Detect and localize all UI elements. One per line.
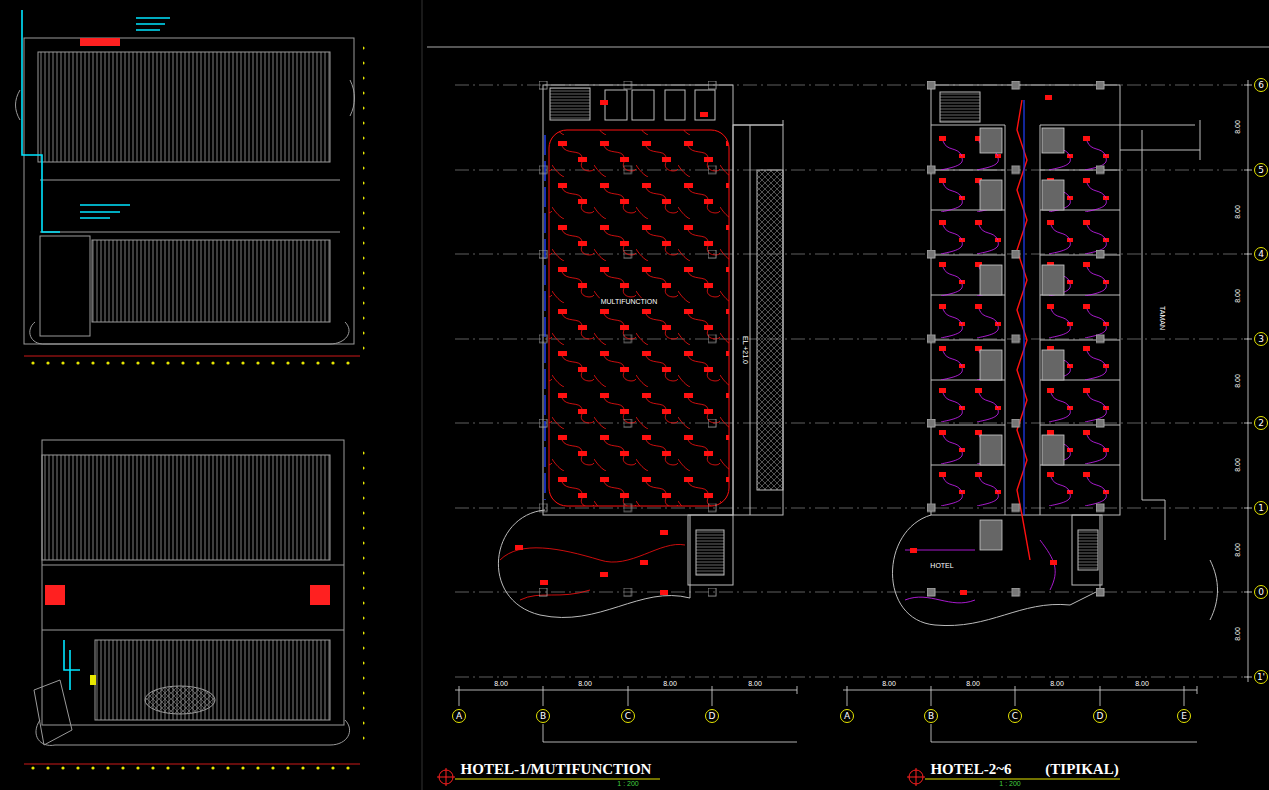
grid-bubble: 5 [1254,163,1268,177]
grid-label: 0 [1258,588,1264,597]
grid-label: 1 [1258,504,1264,513]
grid-bubble: A [452,709,466,723]
dimension: 8.00 [1234,626,1242,642]
plan-title: HOTEL-1/MUTIFUNCTION [460,761,653,778]
grid-bubble: B [924,709,938,723]
grid-bubble: B [536,709,550,723]
dimension: 8.00 [1049,680,1065,688]
dimension: 8.00 [1234,204,1242,220]
grid-label: A [844,712,850,721]
plan-title: HOTEL-2~6 [929,761,1012,778]
grid-bubble: 1' [1254,670,1268,684]
grid-label: 6 [1258,81,1264,90]
grid-label: D [1097,712,1104,721]
dimension: 8.00 [965,680,981,688]
grid-label: 4 [1258,250,1264,259]
level-note: EL +21.0 [741,335,749,365]
grid-bubble: D [1093,709,1107,723]
dimension: 8.00 [662,680,678,688]
grid-label: B [540,712,546,721]
grid-label: 5 [1258,166,1264,175]
grid-bubble: 4 [1254,247,1268,261]
grid-bubble: 2 [1254,416,1268,430]
grid-label: D [709,712,716,721]
grid-bubble: 3 [1254,332,1268,346]
grid-label: B [928,712,934,721]
grid-label: 2 [1258,419,1264,428]
grid-bubble: 6 [1254,78,1268,92]
dimension: 8.00 [1234,542,1242,558]
grid-bubble: C [621,709,635,723]
dimension: 8.00 [881,680,897,688]
dimension: 8.00 [1234,457,1242,473]
scale-note: 1 : 200 [998,780,1021,788]
grid-label: E [1181,712,1187,721]
grid-bubble: 1 [1254,501,1268,515]
dimension: 8.00 [577,680,593,688]
grid-bubble: D [705,709,719,723]
room-name: MULTIFUNCTION [600,298,659,306]
grid-bubble: 0 [1254,585,1268,599]
dimension: 8.00 [1234,373,1242,389]
grid-label: C [625,712,631,721]
area-name: TAMAN [1158,305,1166,331]
dimension: 8.00 [747,680,763,688]
grid-label: 3 [1258,335,1264,344]
grid-bubble: C [1008,709,1022,723]
grid-label: 1' [1257,673,1265,682]
grid-label: A [456,712,462,721]
room-name: HOTEL [929,562,954,570]
dimension: 8.00 [493,680,509,688]
dimension: 8.00 [1234,119,1242,135]
grid-bubble: A [840,709,854,723]
plan-title: (TIPIKAL) [1044,761,1119,778]
dimension: 8.00 [1234,288,1242,304]
grid-bubble: E [1177,709,1191,723]
dimension: 8.00 [1134,680,1150,688]
scale-note: 1 : 200 [616,780,639,788]
grid-label: C [1012,712,1018,721]
